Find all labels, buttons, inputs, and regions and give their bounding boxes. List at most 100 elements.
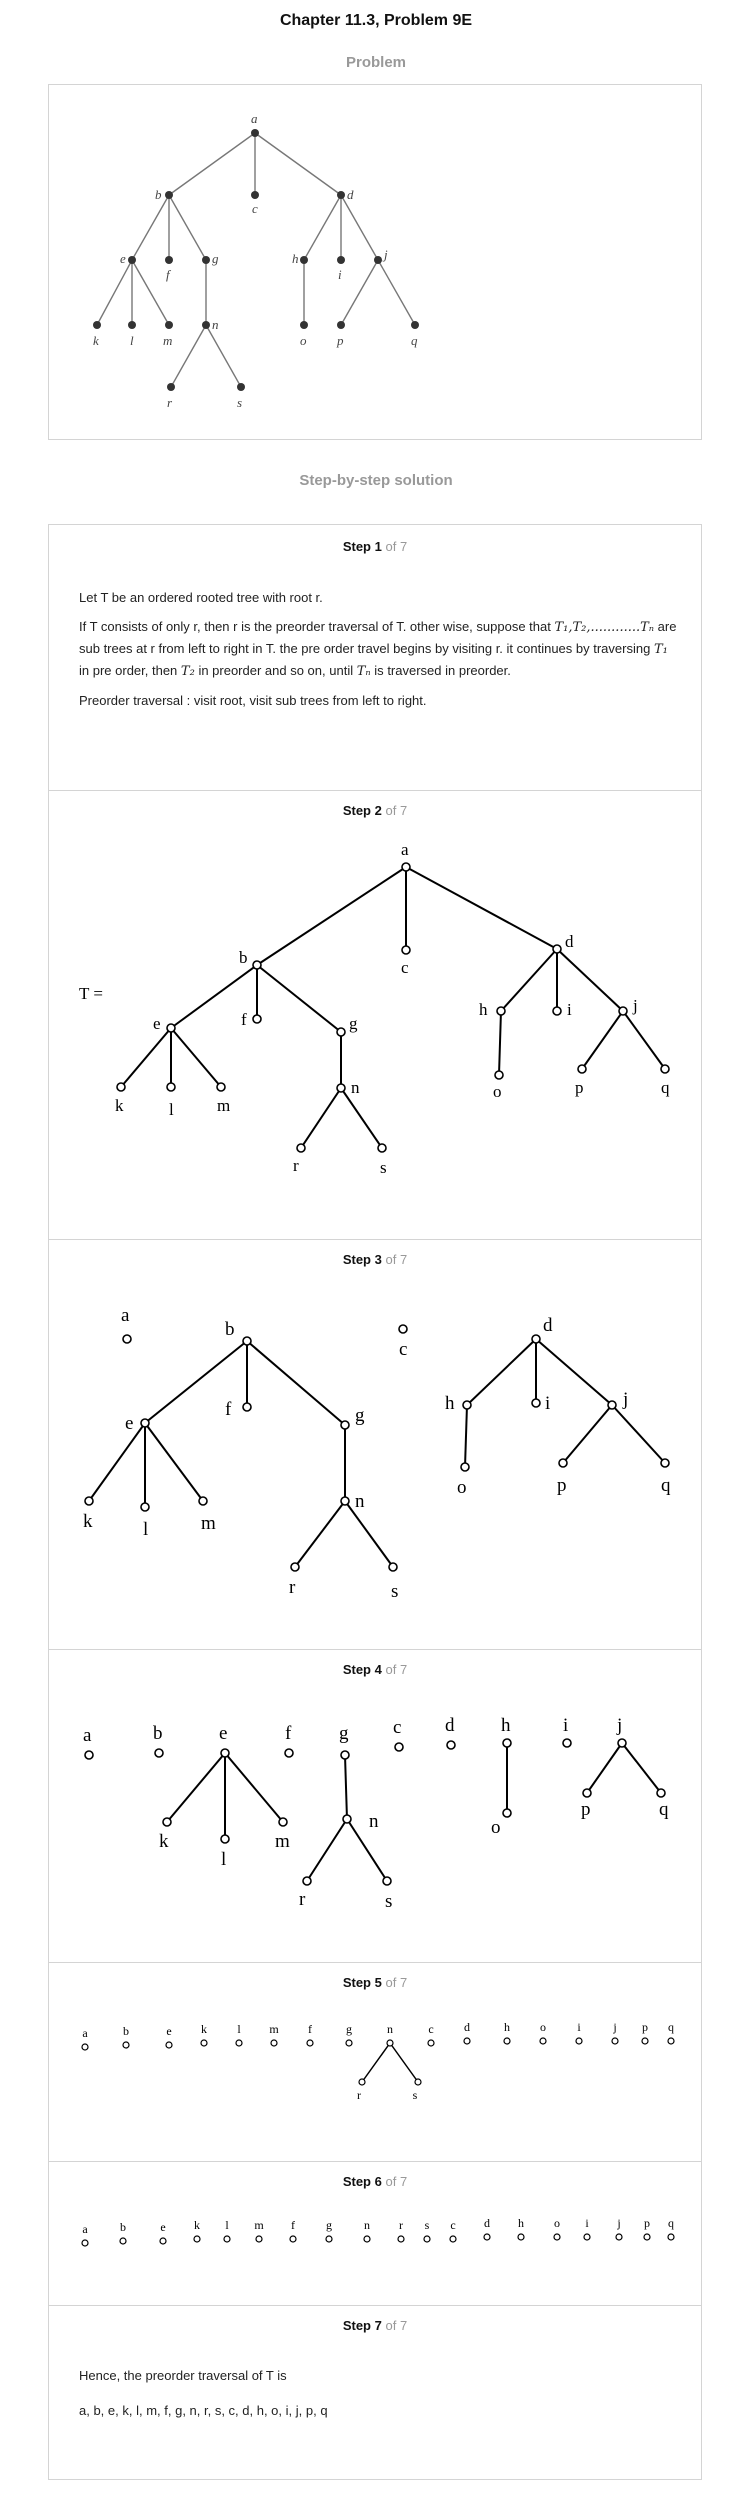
step-3-label-a: a bbox=[121, 1305, 130, 1326]
problem-node-b bbox=[165, 191, 173, 199]
step-5-label-e: e bbox=[166, 2024, 171, 2038]
step-2-node-l bbox=[166, 1082, 176, 1092]
problem-node-n bbox=[202, 321, 210, 329]
step-6-label-c: c bbox=[450, 2218, 455, 2232]
problem-label-o: o bbox=[300, 333, 307, 348]
step-4-node-s bbox=[382, 1876, 392, 1886]
step-2-node-j bbox=[618, 1006, 628, 1016]
step-3-node-k bbox=[84, 1496, 94, 1506]
step-3-label-k: k bbox=[83, 1511, 93, 1532]
page-title: Chapter 11.3, Problem 9E bbox=[279, 12, 473, 29]
step-2-label-d: d bbox=[565, 932, 574, 951]
step-4-label-a: a bbox=[83, 1725, 92, 1746]
step-4-node-g bbox=[340, 1750, 350, 1760]
problem-heading: Problem bbox=[345, 54, 406, 71]
problem-label-s: s bbox=[237, 395, 242, 410]
step-4-node-c bbox=[394, 1742, 404, 1752]
step-1-paragraph-2: If T consists of only r, then r is the p… bbox=[79, 619, 677, 679]
step-6-label-l: l bbox=[225, 2218, 229, 2232]
step-2-node-k bbox=[116, 1082, 126, 1092]
step-4-node-n bbox=[342, 1814, 352, 1824]
step-4-label-q: q bbox=[659, 1799, 669, 1820]
step-2-node-h bbox=[496, 1006, 506, 1016]
step-3-label-m: m bbox=[201, 1513, 216, 1534]
problem-node-f bbox=[165, 256, 173, 264]
problem-node-i bbox=[337, 256, 345, 264]
problem-tree-diagram: a b c d e f g h i j k l m n o p q r s bbox=[93, 111, 419, 410]
problem-label-h: h bbox=[292, 251, 299, 266]
step-2-node-a bbox=[401, 862, 411, 872]
step-4-label-p: p bbox=[581, 1799, 591, 1820]
step-2-node-c bbox=[401, 945, 411, 955]
step-5-label-j: j bbox=[612, 2020, 616, 2034]
step-5-label-n: n bbox=[387, 2022, 393, 2036]
step-3-node-b bbox=[242, 1336, 252, 1346]
step-4-label-l: l bbox=[221, 1849, 226, 1870]
step-3-label-g: g bbox=[355, 1405, 365, 1426]
step-2-label-a: a bbox=[401, 840, 409, 859]
step-3-node-l bbox=[140, 1502, 150, 1512]
step-2-label-l: l bbox=[169, 1100, 174, 1119]
step-4-label-h: h bbox=[501, 1715, 511, 1736]
step-1-title: Step 1 of 7 bbox=[342, 539, 408, 554]
step-2-node-s bbox=[377, 1143, 387, 1153]
step-3-node-r bbox=[290, 1562, 300, 1572]
problem-label-f: f bbox=[166, 267, 172, 282]
step-3-label-h: h bbox=[445, 1393, 455, 1414]
step-6-label-h: h bbox=[518, 2216, 524, 2230]
step-2-node-q bbox=[660, 1064, 670, 1074]
problem-node-c bbox=[251, 191, 259, 199]
step-5-label-r: r bbox=[357, 2088, 361, 2102]
step-2-label-b: b bbox=[239, 948, 248, 967]
step-7-paragraph-1: Hence, the preorder traversal of T is bbox=[79, 2368, 287, 2383]
step-3-node-o bbox=[460, 1462, 470, 1472]
step-6-label-e: e bbox=[160, 2220, 165, 2234]
problem-node-k bbox=[93, 321, 101, 329]
step-6-label-q: q bbox=[668, 2216, 674, 2230]
step-2-node-e bbox=[166, 1023, 176, 1033]
problem-node-s bbox=[237, 383, 245, 391]
step-3-label-l: l bbox=[143, 1519, 148, 1540]
step-4-label-s: s bbox=[385, 1891, 392, 1912]
step-4-label-k: k bbox=[159, 1831, 169, 1852]
step-6-label-g: g bbox=[326, 2218, 332, 2232]
problem-label-d: d bbox=[347, 187, 354, 202]
step-4-label-i: i bbox=[563, 1715, 568, 1736]
problem-node-p bbox=[337, 321, 345, 329]
step-5-label-g: g bbox=[346, 2022, 352, 2036]
step-2-label-q: q bbox=[661, 1078, 670, 1097]
step-4-subtrees-diagram: a b e f g c d h i j k l m n o p q r s bbox=[83, 1715, 669, 1912]
step-3-label-f: f bbox=[225, 1399, 232, 1420]
step-3-label-b: b bbox=[225, 1319, 235, 1340]
step-2-label-c: c bbox=[401, 958, 409, 977]
problem-label-g: g bbox=[212, 251, 219, 266]
step-5-label-c: c bbox=[428, 2022, 433, 2036]
step-4-label-j: j bbox=[616, 1715, 622, 1736]
step-6-title: Step 6 of 7 bbox=[342, 2174, 408, 2189]
step-6-label-a: a bbox=[82, 2222, 88, 2236]
step-3-node-n bbox=[340, 1496, 350, 1506]
problem-label-n: n bbox=[212, 317, 219, 332]
step-6-label-r: r bbox=[399, 2218, 403, 2232]
step-3-label-o: o bbox=[457, 1477, 467, 1498]
problem-label-j: j bbox=[382, 247, 388, 262]
step-5-label-b: b bbox=[123, 2024, 129, 2038]
step-6-label-k: k bbox=[194, 2218, 200, 2232]
problem-label-e: e bbox=[120, 251, 126, 266]
step-3-node-j bbox=[607, 1400, 617, 1410]
step-5-label-p: p bbox=[642, 2020, 648, 2034]
step-2-title: Step 2 of 7 bbox=[342, 803, 408, 818]
step-6-label-m: m bbox=[254, 2218, 264, 2232]
step-2-node-i bbox=[552, 1006, 562, 1016]
step-2-label-m: m bbox=[217, 1096, 230, 1115]
problem-node-a bbox=[251, 129, 259, 137]
step-6-label-f: f bbox=[291, 2218, 295, 2232]
step-3-label-s: s bbox=[391, 1581, 398, 1602]
step-4-node-j bbox=[617, 1738, 627, 1748]
step-3-node-a bbox=[122, 1334, 132, 1344]
step-4-label-c: c bbox=[393, 1717, 401, 1738]
step-3-node-q bbox=[660, 1458, 670, 1468]
step-2-label-p: p bbox=[575, 1078, 584, 1097]
step-2-tree-diagram: T = a b c d e f g h i j k l m n o p q r … bbox=[79, 840, 670, 1177]
step-4-label-b: b bbox=[153, 1723, 163, 1744]
